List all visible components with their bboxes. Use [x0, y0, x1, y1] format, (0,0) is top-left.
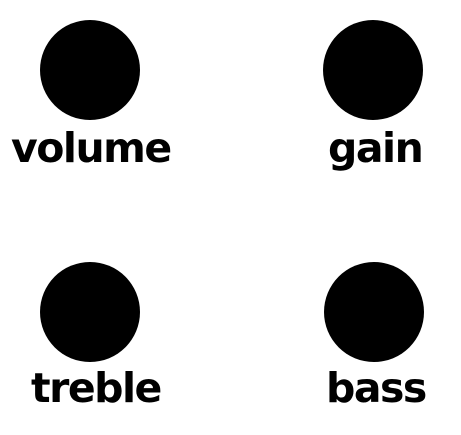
- treble-label: treble: [31, 364, 162, 412]
- volume-knob[interactable]: [40, 20, 140, 120]
- gain-knob[interactable]: [323, 20, 423, 120]
- bass-knob[interactable]: [324, 262, 424, 362]
- treble-knob[interactable]: [40, 262, 140, 362]
- gain-label: gain: [328, 124, 424, 172]
- gain-control: gain: [270, 0, 460, 170]
- bass-control: bass: [270, 240, 460, 410]
- volume-control: volume: [0, 0, 190, 170]
- bass-label: bass: [326, 364, 427, 412]
- volume-label: volume: [11, 124, 172, 172]
- treble-control: treble: [0, 240, 190, 410]
